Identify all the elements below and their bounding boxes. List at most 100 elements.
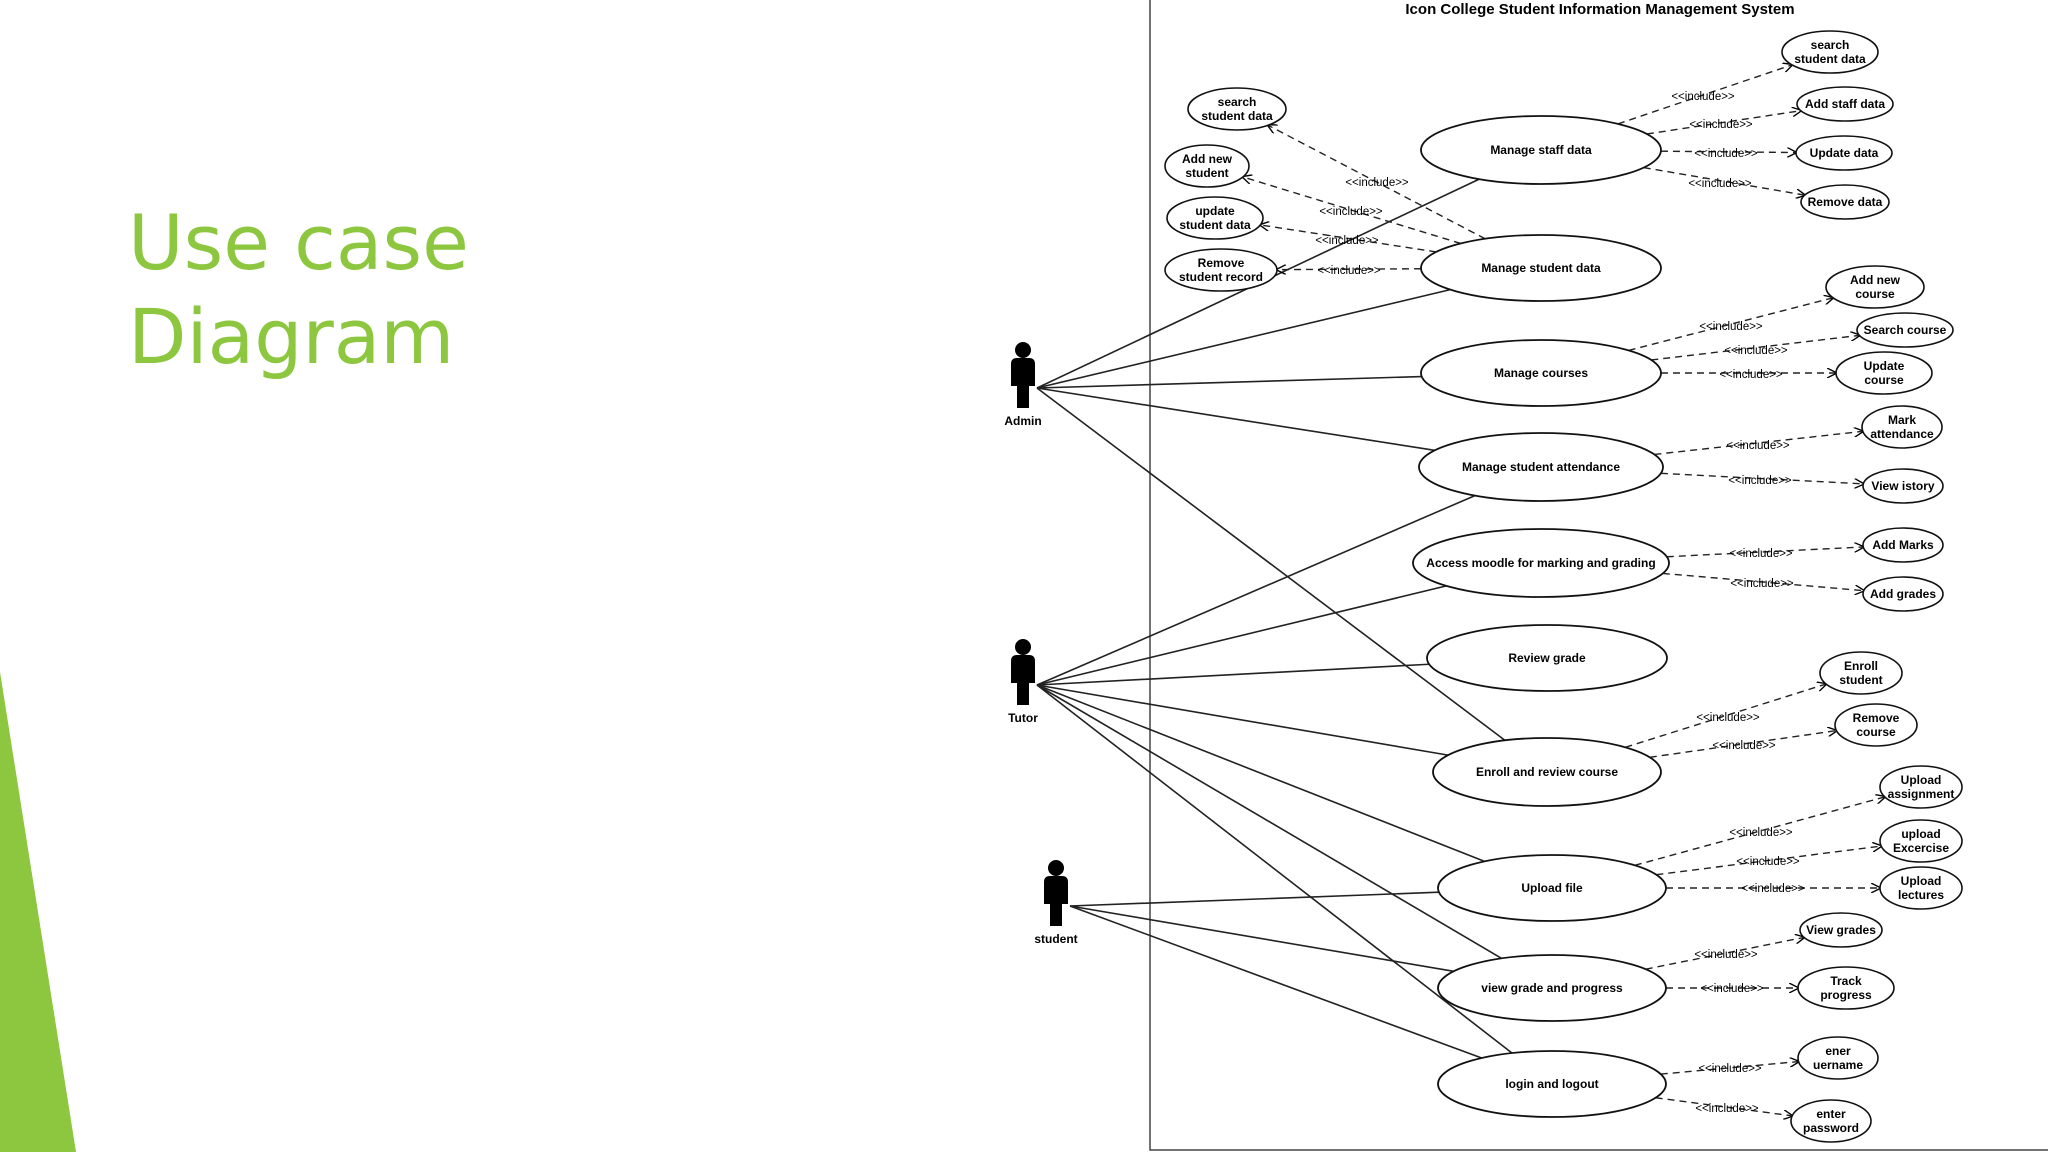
use-case-label: Add staff data <box>1805 97 1885 111</box>
include-arrow-update-student-data <box>1260 225 1437 253</box>
use-case-ellipse <box>1856 312 1954 348</box>
include-label-update-student-data: <<include>> <box>1315 235 1379 247</box>
use-case-ellipse <box>1420 115 1662 185</box>
included-use-case-search-course: Search course <box>1856 312 1954 348</box>
use-case-label: Review grade <box>1508 651 1586 665</box>
include-label-add-new-course: <<include>> <box>1699 321 1763 333</box>
association-tutor-review-grade <box>1036 663 1430 686</box>
include-arrow-mark-attendance <box>1654 431 1862 456</box>
include-label-staff-update-data: <<include>> <box>1694 148 1758 160</box>
include-label-upload-assignment: <<include>> <box>1729 827 1793 839</box>
include-arrow-student-search-student-data <box>1268 125 1486 240</box>
use-case-label: Upload file <box>1521 881 1583 895</box>
use-case-review-grade: Review grade <box>1426 624 1668 692</box>
actor-student: student <box>1034 860 1078 946</box>
use-case-label: Add Marks <box>1872 538 1934 552</box>
use-case-ellipse <box>1164 248 1278 292</box>
include-arrow-enter-password <box>1655 1097 1793 1116</box>
actor-label-student: student <box>1034 932 1077 946</box>
use-case-ellipse <box>1781 30 1879 74</box>
use-case-login-and-logout: login and logout <box>1437 1050 1667 1118</box>
association-student-login-and-logout <box>1069 905 1482 1059</box>
included-use-case-add-marks: Add Marks <box>1862 527 1944 563</box>
slide-title: Use case Diagram <box>128 196 548 384</box>
use-case-manage-staff-data: Manage staff data <box>1420 115 1662 185</box>
include-label-upload-excercise: <<include>> <box>1736 856 1800 868</box>
include-label-add-new-student: <<include>> <box>1319 206 1383 218</box>
use-case-label: Manage student attendance <box>1462 460 1620 474</box>
use-case-label: Enroll and review course <box>1476 765 1618 779</box>
use-case-view-grade-and-progress: view grade and progress <box>1437 954 1667 1022</box>
include-arrow-remove-student-record <box>1277 269 1422 270</box>
include-label-search-course: <<include>> <box>1724 345 1788 357</box>
use-case-ellipse <box>1796 86 1894 122</box>
association-student-upload-file <box>1069 891 1439 907</box>
slide-title-line-2: Diagram <box>128 292 455 381</box>
use-case-ellipse <box>1834 703 1918 747</box>
use-case-ellipse <box>1426 624 1668 692</box>
use-case-ellipse <box>1835 351 1933 395</box>
included-use-case-add-staff-data: Add staff data <box>1796 86 1894 122</box>
use-case-ellipse <box>1187 87 1287 131</box>
include-label-remove-student-record: <<include>> <box>1317 265 1381 277</box>
use-case-ellipse <box>1797 966 1895 1010</box>
use-case-label: login and logout <box>1505 1077 1598 1091</box>
actor-head-icon <box>1048 860 1064 876</box>
association-admin-manage-student-attendance <box>1036 387 1435 452</box>
use-case-ellipse <box>1437 1050 1667 1118</box>
include-label-add-marks: <<include>> <box>1729 548 1793 560</box>
use-case-access-moodle: Access moodle for marking and grading <box>1412 528 1670 598</box>
use-case-ellipse <box>1437 954 1667 1022</box>
use-case-ellipse <box>1825 265 1925 309</box>
use-case-label: View istory <box>1871 479 1934 493</box>
use-case-ellipse <box>1164 144 1250 188</box>
actor-head-icon <box>1015 342 1031 358</box>
use-case-manage-student-data: Manage student data <box>1420 234 1662 302</box>
use-case-label: Add grades <box>1870 587 1936 601</box>
include-arrow-search-course <box>1651 335 1859 361</box>
include-arrow-upload-excercise <box>1656 846 1881 876</box>
use-case-label: Manage student data <box>1481 261 1601 275</box>
include-arrow-upload-assignment <box>1634 797 1885 867</box>
actor-admin: Admin <box>1004 342 1042 428</box>
include-label-remove-data: <<include>> <box>1688 178 1752 190</box>
use-case-ellipse <box>1420 234 1662 302</box>
use-case-ellipse <box>1862 468 1944 504</box>
use-case-ellipse <box>1879 765 1963 809</box>
association-student-view-grade-and-progress <box>1069 905 1454 973</box>
use-case-ellipse <box>1861 405 1943 449</box>
include-arrow-view-history <box>1660 472 1863 484</box>
include-label-staff-search-student-data: <<include>> <box>1671 91 1735 103</box>
include-arrow-add-new-student <box>1243 177 1461 245</box>
include-arrow-staff-update-data <box>1660 151 1796 152</box>
include-label-enter-password: <<include>> <box>1695 1103 1759 1115</box>
use-case-enroll-and-review-course: Enroll and review course <box>1432 737 1662 807</box>
use-case-ellipse <box>1420 339 1662 407</box>
include-label-student-search-student-data: <<include>> <box>1345 177 1409 189</box>
include-label-mark-attendance: <<include>> <box>1726 440 1790 452</box>
slide-title-line-1: Use case <box>128 198 469 287</box>
use-case-ellipse <box>1797 1036 1879 1080</box>
use-case-ellipse <box>1795 135 1893 171</box>
